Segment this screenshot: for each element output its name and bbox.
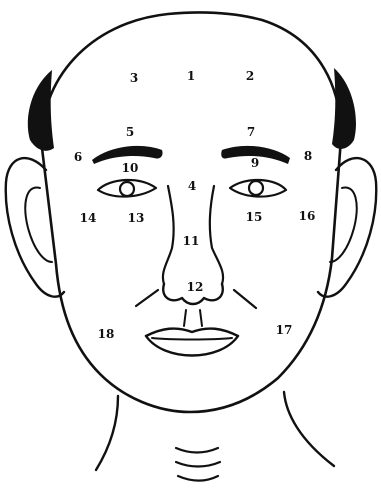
- left-ear: [6, 158, 64, 297]
- neck-left: [96, 396, 118, 470]
- label-8: 8: [304, 149, 312, 163]
- label-13: 13: [128, 211, 145, 225]
- upper-lip: [146, 329, 238, 336]
- nose-left-line: [163, 186, 174, 284]
- label-14: 14: [80, 211, 97, 225]
- left-pupil: [120, 182, 134, 196]
- neck-right: [284, 392, 334, 466]
- philtrum: [184, 310, 202, 326]
- label-7: 7: [247, 125, 255, 139]
- label-11: 11: [183, 234, 200, 248]
- label-18: 18: [98, 327, 115, 341]
- label-1: 1: [187, 69, 195, 83]
- right-hair-tuft: [332, 68, 356, 149]
- label-12: 12: [187, 280, 204, 294]
- neck-crease-1: [176, 448, 218, 453]
- label-5: 5: [126, 125, 134, 139]
- label-6: 6: [74, 150, 82, 164]
- left-cheek-line: [136, 290, 158, 306]
- label-17: 17: [276, 323, 293, 337]
- label-15: 15: [246, 210, 263, 224]
- label-2: 2: [246, 69, 254, 83]
- label-3: 3: [130, 71, 138, 85]
- right-ear: [318, 158, 376, 297]
- right-cheek-line: [234, 290, 256, 308]
- neck-crease-3: [178, 476, 218, 481]
- label-10: 10: [122, 161, 139, 175]
- nose-right-line: [210, 186, 223, 284]
- lip-line: [152, 338, 232, 340]
- label-16: 16: [299, 209, 316, 223]
- label-9: 9: [251, 156, 259, 170]
- left-hair-tuft: [28, 70, 54, 151]
- right-pupil: [249, 181, 263, 195]
- label-4: 4: [188, 179, 196, 193]
- neck-crease-2: [176, 462, 220, 467]
